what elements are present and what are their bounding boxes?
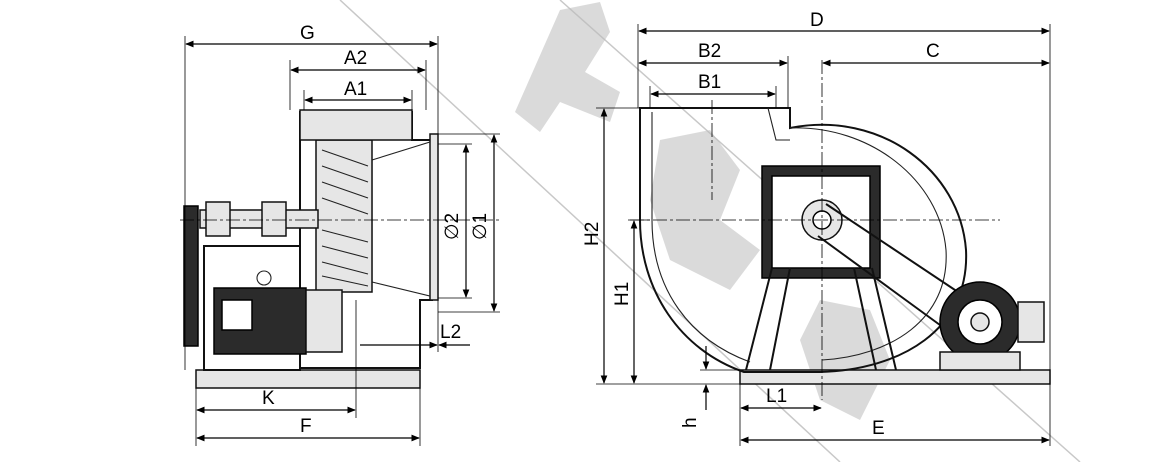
side-view: G A2 A1 ∅2 ∅1 L2 K F (180, 23, 500, 446)
watermark-shape (339, 0, 1081, 462)
side-impeller (315, 139, 373, 293)
side-pulley (183, 205, 199, 347)
dim-label-E: E (872, 418, 885, 439)
dim-label-phi1: ∅1 (470, 213, 491, 240)
dim-label-H1: H1 (612, 282, 633, 306)
side-frame (203, 245, 301, 371)
dim-label-K: K (262, 388, 275, 409)
side-bearing-a (205, 201, 231, 237)
side-bearing-b (261, 201, 287, 237)
dim-label-phi2: ∅2 (442, 213, 463, 240)
side-inlet-cone (371, 141, 431, 297)
front-motor-base (939, 351, 1021, 371)
dim-label-A2: A2 (344, 48, 367, 69)
front-view: D B2 C B1 H2 H1 h L1 E (582, 10, 1051, 446)
dim-label-h: h (680, 417, 701, 428)
front-stand (745, 267, 897, 371)
dim-label-D: D (810, 10, 824, 31)
dim-label-G: G (300, 23, 315, 44)
side-base-plate (195, 369, 421, 389)
dim-label-L2: L2 (440, 322, 461, 343)
side-motor-cap (305, 289, 343, 353)
front-motor-terminal (1017, 301, 1045, 343)
dim-label-A1: A1 (344, 79, 367, 100)
dim-label-C: C (926, 41, 940, 62)
dim-label-B2: B2 (698, 41, 721, 62)
front-volute (639, 107, 968, 373)
dim-label-H2: H2 (582, 222, 603, 246)
side-outlet (299, 109, 413, 141)
dim-label-B1: B1 (698, 72, 721, 93)
dim-label-F: F (300, 416, 312, 437)
side-inlet-flange (429, 133, 439, 301)
dim-label-L1: L1 (766, 386, 787, 407)
